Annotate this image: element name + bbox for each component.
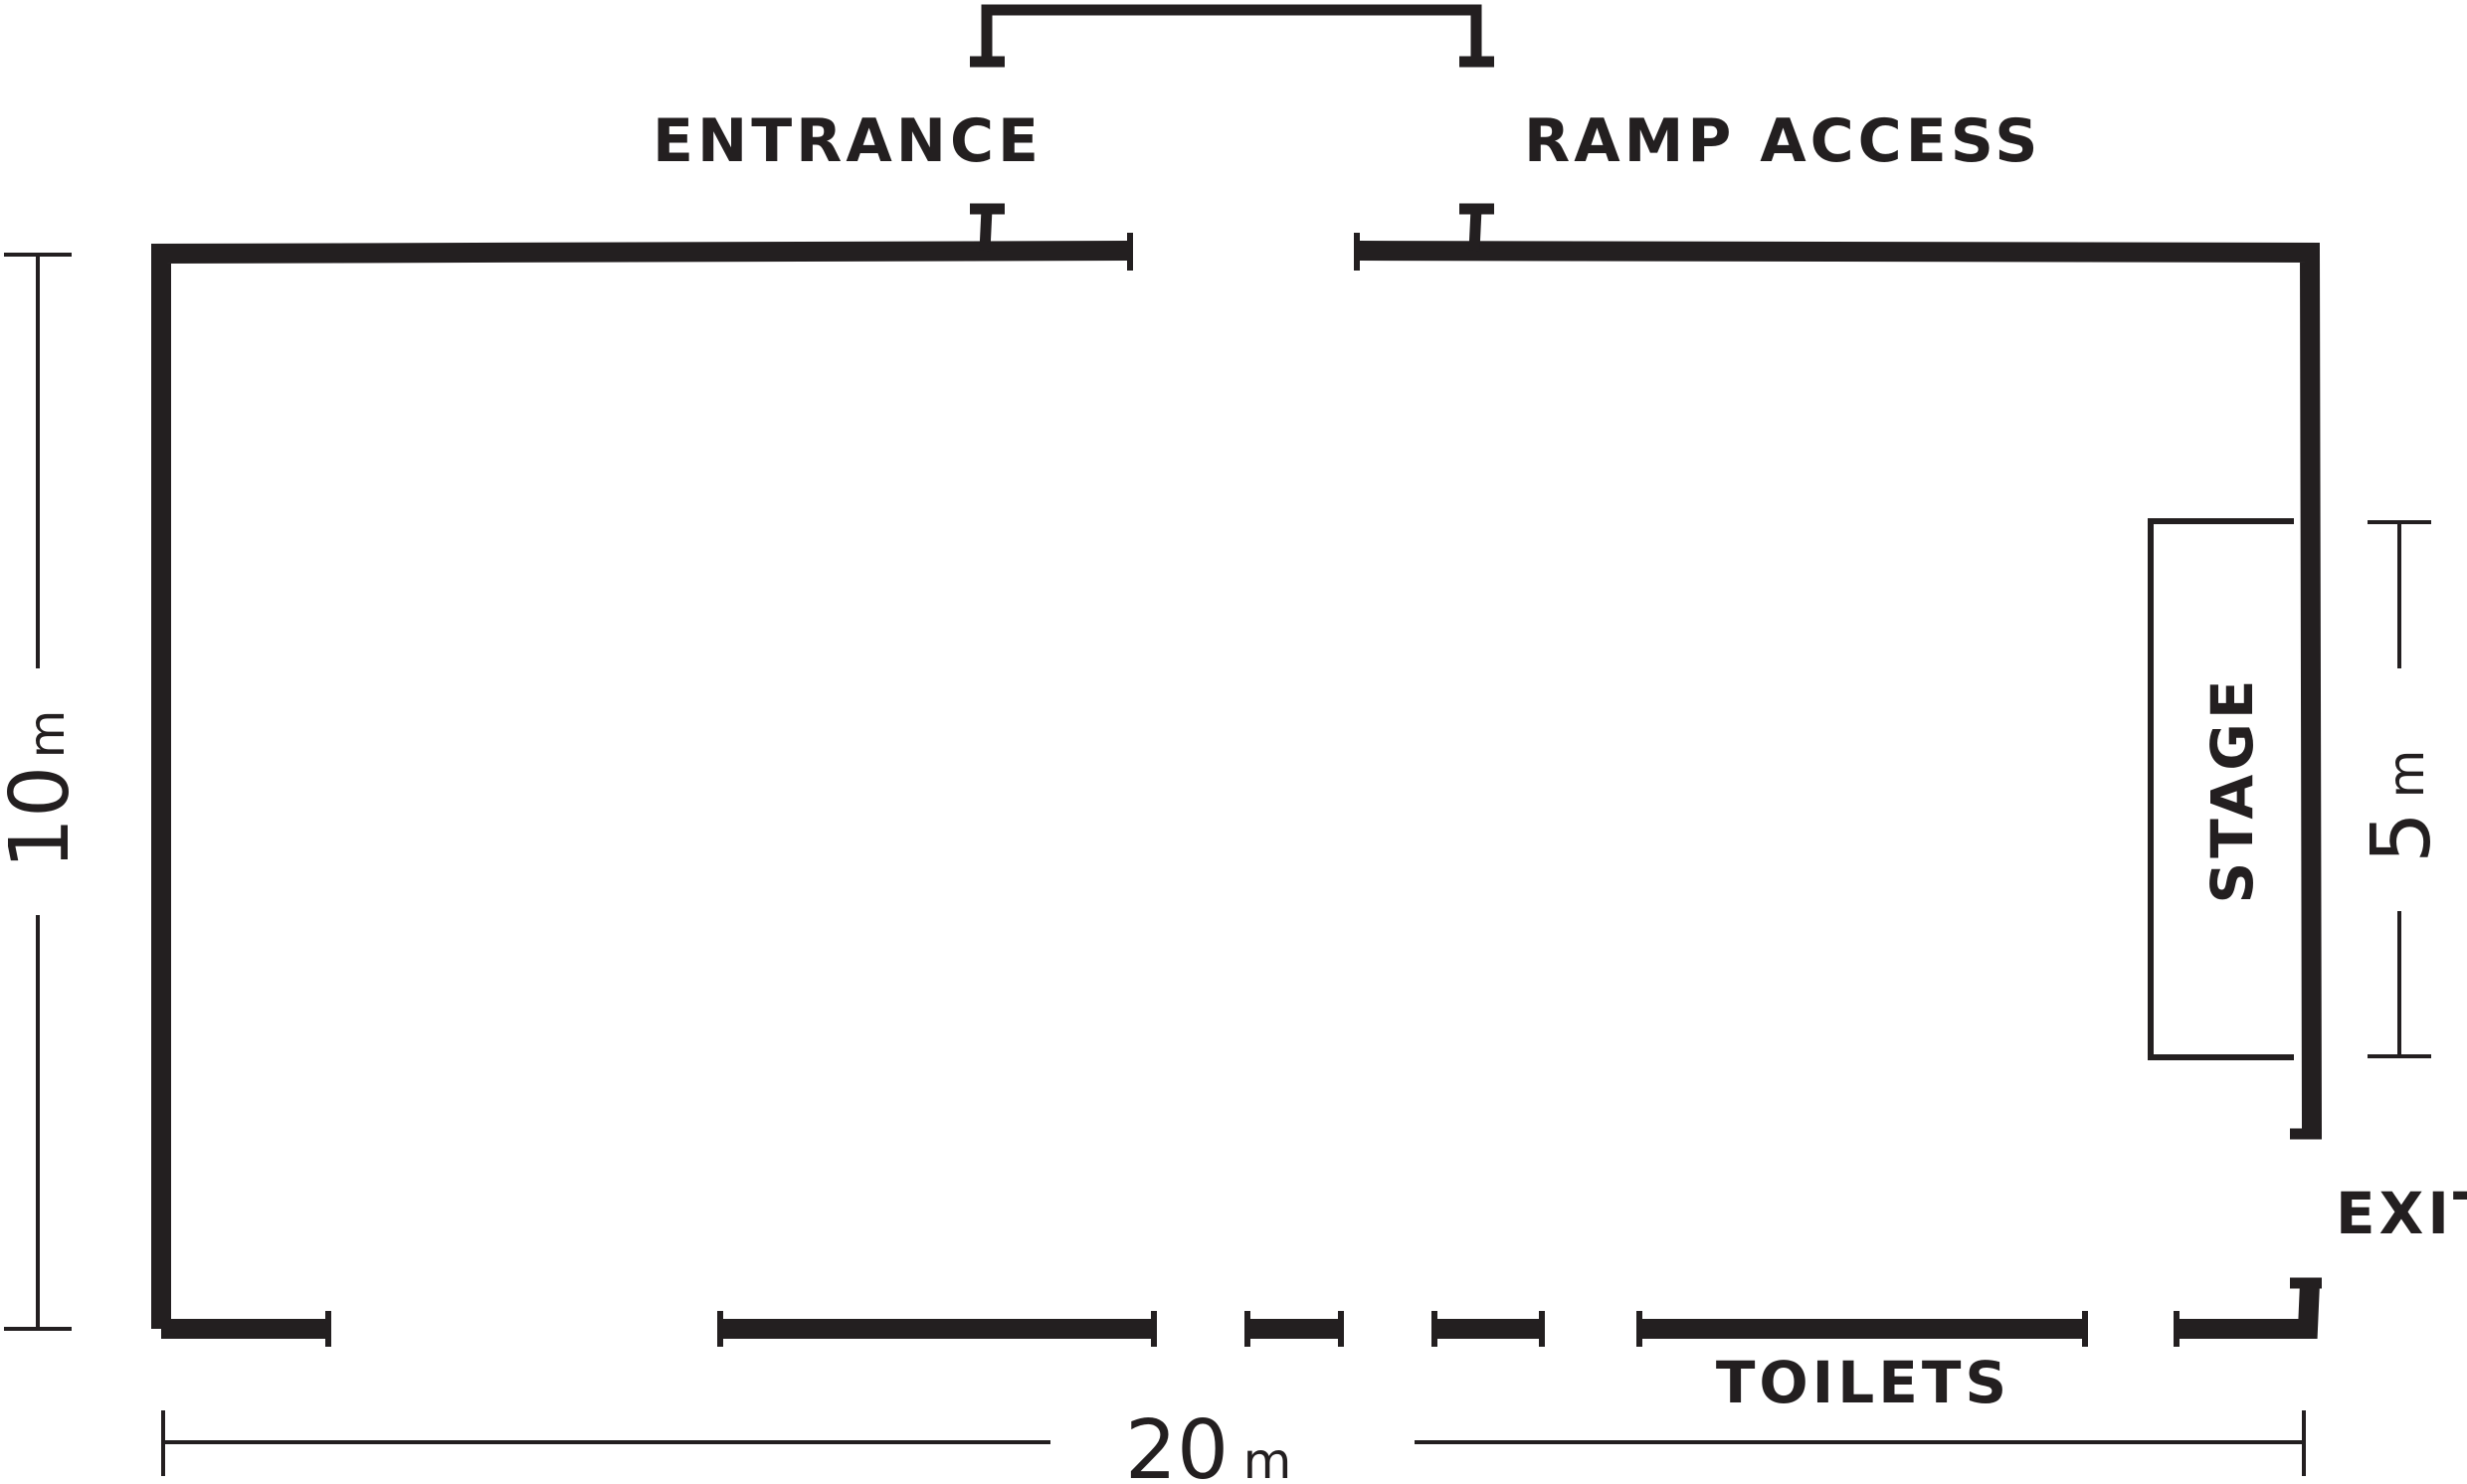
stage-label: STAGE	[2198, 676, 2266, 904]
dimension-width-value: 20	[1125, 1403, 1229, 1484]
entrance-canopy	[970, 4, 1494, 68]
dimension-height	[4, 253, 72, 1331]
dimension-height-unit: m	[18, 710, 76, 759]
bottom-wall	[161, 1277, 2322, 1347]
dimension-stage	[2368, 520, 2431, 1058]
toilets-label: TOILETS	[1716, 1349, 2010, 1416]
stage	[2148, 518, 2294, 1060]
dimension-stage-unit: m	[2377, 750, 2435, 799]
dimension-width	[161, 1410, 2306, 1476]
ramp-access-label: RAMP ACCESS	[1524, 106, 2041, 176]
top-wall-left	[151, 203, 1133, 1329]
dimension-width-unit: m	[1243, 1432, 1292, 1484]
entrance-label: ENTRANCE	[653, 106, 1043, 176]
dimension-height-value: 10	[0, 766, 88, 869]
top-wall-right	[1354, 203, 2322, 1140]
dimension-stage-value: 5	[2355, 812, 2449, 863]
